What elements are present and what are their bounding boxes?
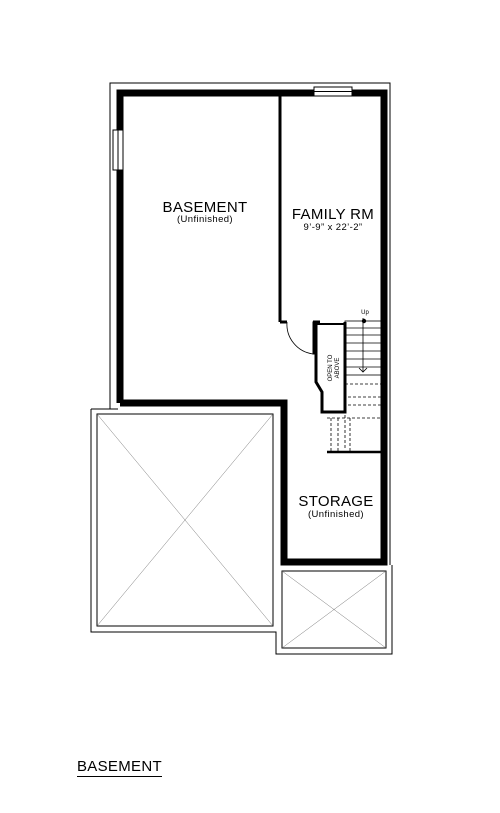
- porch-slab: [281, 570, 387, 649]
- main-walls: [116, 89, 388, 566]
- stairs-up-label: Up: [361, 310, 369, 316]
- storage-title: STORAGE: [298, 493, 373, 510]
- floor-label: BASEMENT: [77, 758, 162, 777]
- window-top: [313, 86, 353, 97]
- storage-note: (Unfinished): [308, 509, 364, 520]
- window-left: [112, 129, 124, 171]
- basement-note: (Unfinished): [177, 214, 233, 225]
- garage-slab: [96, 413, 274, 627]
- open-to-above-line1: OPEN TO: [328, 354, 334, 381]
- family-room-size: 9’-9” x 22’-2”: [304, 222, 363, 233]
- outer-outline: [90, 82, 393, 655]
- basement-title: BASEMENT: [163, 199, 248, 216]
- family-room-title: FAMILY RM: [292, 206, 374, 223]
- open-to-above-line2: ABOVE: [335, 358, 341, 379]
- stairs: [327, 318, 383, 454]
